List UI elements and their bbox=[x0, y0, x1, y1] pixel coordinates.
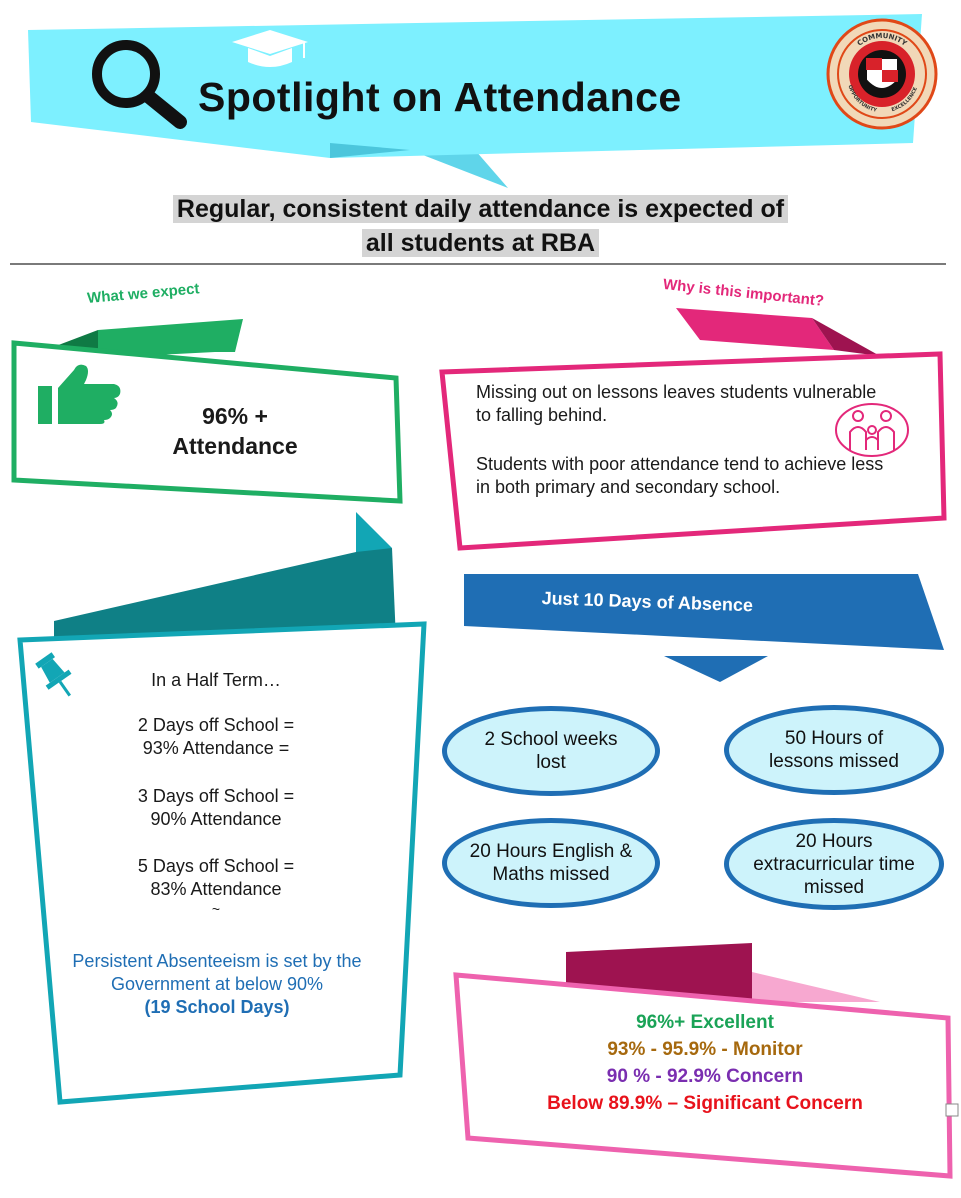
half-term-intro: In a Half Term… bbox=[151, 670, 281, 690]
expect-headline-line-2: Attendance bbox=[172, 433, 298, 459]
banner-tail-fold bbox=[410, 150, 508, 188]
mortarboard-icon bbox=[232, 30, 308, 67]
important-paragraph-1: Missing out on lessons leaves students v… bbox=[476, 382, 877, 425]
band-concern: 90 % - 92.9% Concern bbox=[606, 1066, 804, 1087]
half-term-item-1-line-2: 93% Attendance = bbox=[142, 738, 290, 758]
absence-stat-text: 20 Hours English & Maths missed bbox=[469, 841, 633, 885]
subtitle-line-1: Regular, consistent daily attendance is … bbox=[172, 195, 789, 223]
expect-headline-line-1: 96% + bbox=[202, 403, 268, 429]
half-term-item-2-line-2: 90% Attendance bbox=[150, 809, 282, 829]
resize-handle bbox=[945, 1103, 959, 1117]
half-term-item: 5 Days off School = 83% Attendance ~ bbox=[40, 855, 392, 917]
expect-headline: 96% + Attendance bbox=[120, 401, 350, 461]
family-icon bbox=[835, 403, 909, 457]
magnifying-glass-icon bbox=[92, 40, 187, 129]
band-significant-concern: Below 89.9% – Significant Concern bbox=[547, 1093, 863, 1114]
persistent-absenteeism: Persistent Absenteeism is set by the Gov… bbox=[48, 950, 386, 1019]
thumbs-up-icon bbox=[38, 364, 121, 424]
absence-stat-oval: 50 Hours of lessons missed bbox=[724, 705, 944, 795]
half-term-tilde: ~ bbox=[211, 901, 221, 917]
half-term-item: 3 Days off School = 90% Attendance bbox=[40, 785, 392, 831]
half-term-item-3-line-1: 5 Days off School = bbox=[137, 856, 295, 876]
band-excellent: 96%+ Excellent bbox=[636, 1012, 774, 1033]
page-title: Spotlight on Attendance bbox=[198, 74, 682, 120]
band-monitor: 93% - 95.9% - Monitor bbox=[607, 1039, 803, 1060]
subtitle-line-2: all students at RBA bbox=[361, 229, 600, 257]
absence-stat-oval: 2 School weeks lost bbox=[442, 706, 660, 796]
push-pin-icon bbox=[35, 652, 72, 697]
absence-stat-text: 50 Hours of lessons missed bbox=[769, 728, 899, 772]
half-term-item-3-line-2: 83% Attendance bbox=[150, 879, 282, 899]
absence-stat-oval: 20 Hours English & Maths missed bbox=[442, 818, 660, 908]
half-term-item-2-line-1: 3 Days off School = bbox=[137, 786, 295, 806]
school-logo: COMMUNITY OPPORTUNITY EXCELLENCE bbox=[826, 18, 938, 130]
attendance-bands: 96%+ Excellent 93% - 95.9% - Monitor 90 … bbox=[470, 1009, 940, 1117]
subtitle: Regular, consistent daily attendance is … bbox=[0, 192, 961, 260]
half-term-item: 2 Days off School = 93% Attendance = bbox=[40, 714, 392, 760]
important-paragraph-2: Students with poor attendance tend to ac… bbox=[476, 454, 884, 497]
half-term-item-1-line-1: 2 Days off School = bbox=[137, 715, 295, 735]
absence-stat-text: 20 Hours extracurricular time missed bbox=[753, 830, 915, 898]
divider bbox=[10, 263, 946, 265]
absence-stat-text: 2 School weeks lost bbox=[484, 729, 618, 773]
absence-stat-oval: 20 Hours extracurricular time missed bbox=[724, 818, 944, 910]
persistent-absenteeism-text: Persistent Absenteeism is set by the Gov… bbox=[72, 951, 362, 994]
persistent-absenteeism-days: (19 School Days) bbox=[144, 997, 290, 1017]
